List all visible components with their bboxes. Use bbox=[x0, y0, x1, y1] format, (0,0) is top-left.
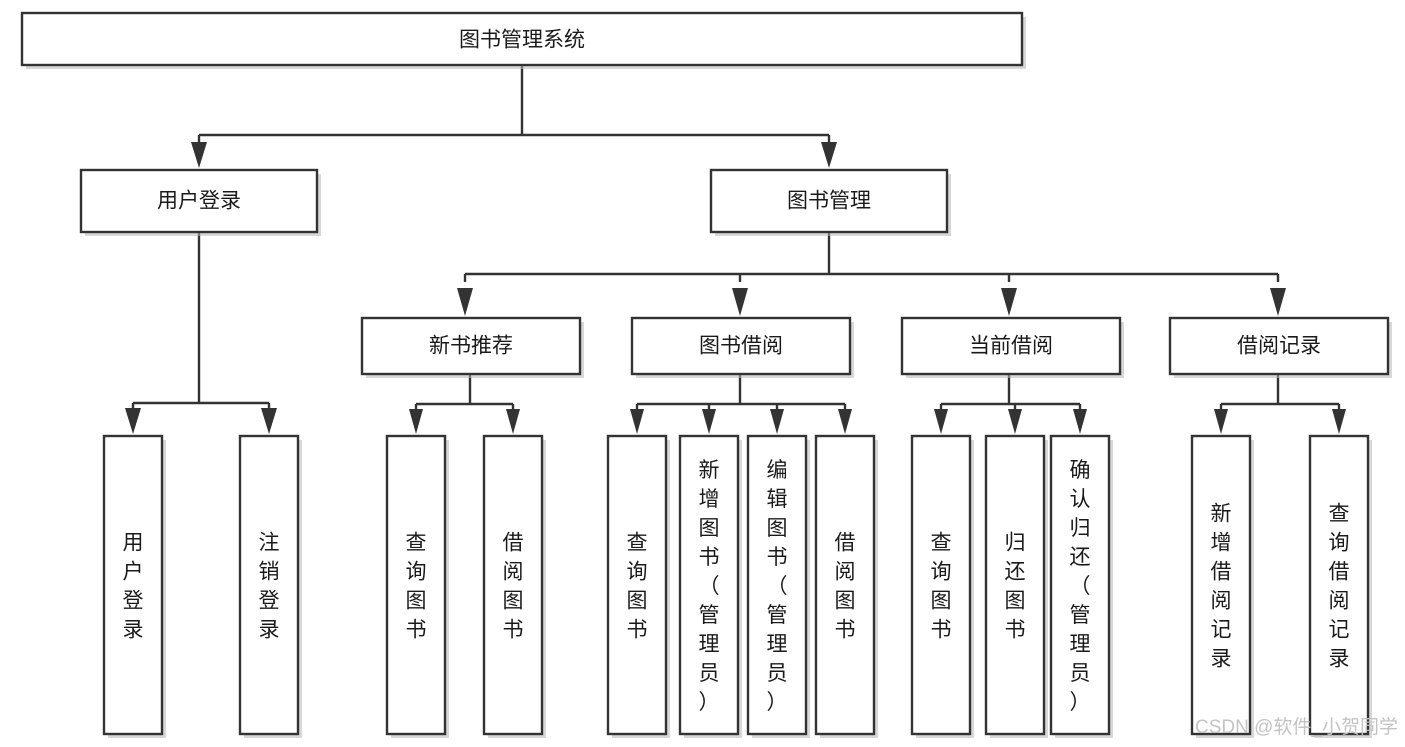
book-borrowing-label: 图书借阅 bbox=[699, 335, 783, 358]
user-login-label: 用户登录 bbox=[157, 190, 241, 213]
leaf-box-12[interactable] bbox=[1308, 434, 1370, 736]
leaf-node-8[interactable]: 查询图书 bbox=[910, 434, 974, 738]
arrow-to-borrow-record bbox=[1270, 288, 1286, 316]
leaf-label-0: 用户登录 bbox=[123, 532, 144, 642]
arrow-to-leaf-query-record bbox=[1332, 409, 1346, 434]
borrowing-record-label: 借阅记录 bbox=[1237, 335, 1321, 358]
arrow-to-leaf-query-book-1 bbox=[409, 409, 423, 434]
leaf-label-8: 查询图书 bbox=[931, 532, 952, 642]
node-book-borrowing[interactable]: 图书借阅 bbox=[630, 316, 854, 378]
node-user-login[interactable]: 用户登录 bbox=[79, 168, 321, 236]
leaf-label-4: 查询图书 bbox=[627, 532, 648, 642]
arrow-to-book-management bbox=[821, 142, 837, 168]
leaf-label-5: 新增图书（管理员） bbox=[699, 459, 720, 714]
leaf-label-1: 注销登录 bbox=[259, 532, 280, 642]
leaf-node-0[interactable]: 用户登录 bbox=[102, 434, 166, 738]
leaf-node-12[interactable]: 查询借阅记录 bbox=[1308, 434, 1372, 738]
arrow-to-current-borrow bbox=[1001, 288, 1017, 316]
leaf-box-8[interactable] bbox=[910, 434, 972, 736]
node-book-management[interactable]: 图书管理 bbox=[709, 168, 951, 236]
root-box[interactable] bbox=[20, 11, 1024, 67]
current-borrowing-label: 当前借阅 bbox=[969, 335, 1053, 358]
leaf-node-2[interactable]: 查询图书 bbox=[385, 434, 449, 738]
arrow-to-leaf-query-book-3 bbox=[934, 409, 948, 434]
root-label: 图书管理系统 bbox=[459, 29, 585, 52]
leaf-label-2: 查询图书 bbox=[406, 532, 427, 642]
leaf-box-11[interactable] bbox=[1190, 434, 1252, 736]
leaf-label-11: 新增借阅记录 bbox=[1211, 503, 1232, 671]
arrow-to-leaf-edit-book bbox=[770, 409, 784, 434]
leaf-node-layer: 用户登录 注销登录 查询图书 借阅图书 查询图书 新增图书（管理员） 编辑图书（管理员） 借阅… bbox=[102, 434, 1372, 738]
leaf-node-5[interactable]: 新增图书（管理员） bbox=[678, 434, 742, 738]
arrow-to-leaf-borrow-book-1 bbox=[506, 409, 520, 434]
leaf-box-9[interactable] bbox=[984, 434, 1046, 736]
leaf-label-7: 借阅图书 bbox=[835, 532, 856, 642]
book-management-box[interactable] bbox=[709, 168, 949, 234]
csdn-watermark: CSDN @软件_小贺同学 bbox=[1195, 716, 1398, 738]
arrow-to-leaf-confirm-return bbox=[1073, 409, 1087, 434]
book-borrowing-box[interactable] bbox=[630, 316, 852, 376]
arrow-to-leaf-query-book-2 bbox=[630, 409, 644, 434]
arrow-to-leaf-logout bbox=[261, 408, 277, 434]
connector-layer bbox=[125, 65, 1346, 434]
leaf-node-9[interactable]: 归还图书 bbox=[984, 434, 1048, 738]
leaf-box-1[interactable] bbox=[238, 434, 300, 736]
leaf-box-0[interactable] bbox=[102, 434, 164, 736]
leaf-box-2[interactable] bbox=[385, 434, 447, 736]
new-book-rec-label: 新书推荐 bbox=[429, 335, 513, 358]
new-book-rec-box[interactable] bbox=[360, 316, 582, 376]
leaf-node-11[interactable]: 新增借阅记录 bbox=[1190, 434, 1254, 738]
node-current-borrowing[interactable]: 当前借阅 bbox=[900, 316, 1124, 378]
leaf-label-9: 归还图书 bbox=[1005, 532, 1026, 642]
leaf-node-3[interactable]: 借阅图书 bbox=[482, 434, 546, 738]
user-login-box[interactable] bbox=[79, 168, 319, 234]
book-management-label: 图书管理 bbox=[787, 190, 871, 213]
arrow-to-leaf-add-book bbox=[702, 409, 716, 434]
node-borrowing-record[interactable]: 借阅记录 bbox=[1168, 316, 1392, 378]
leaf-label-6: 编辑图书（管理员） bbox=[767, 459, 788, 714]
arrow-to-leaf-return-book bbox=[1008, 409, 1022, 434]
borrowing-record-box[interactable] bbox=[1168, 316, 1390, 376]
leaf-label-12: 查询借阅记录 bbox=[1329, 503, 1350, 671]
leaf-label-10: 确认归还（管理员） bbox=[1070, 459, 1091, 714]
leaf-label-3: 借阅图书 bbox=[503, 532, 524, 642]
leaf-box-10[interactable] bbox=[1049, 434, 1111, 736]
node-new-book-recommendation[interactable]: 新书推荐 bbox=[360, 316, 584, 378]
leaf-node-7[interactable]: 借阅图书 bbox=[814, 434, 878, 738]
leaf-box-3[interactable] bbox=[482, 434, 544, 736]
leaf-node-4[interactable]: 查询图书 bbox=[606, 434, 670, 738]
leaf-box-4[interactable] bbox=[606, 434, 668, 736]
leaf-node-10[interactable]: 确认归还（管理员） bbox=[1049, 434, 1113, 738]
leaf-box-5[interactable] bbox=[678, 434, 740, 736]
node-root-library-system[interactable]: 图书管理系统 bbox=[20, 11, 1026, 69]
arrow-to-leaf-add-record bbox=[1214, 409, 1228, 434]
arrow-to-leaf-user-login bbox=[125, 408, 141, 434]
leaf-node-6[interactable]: 编辑图书（管理员） bbox=[746, 434, 810, 738]
arrow-to-user-login bbox=[191, 142, 207, 168]
leaf-box-6[interactable] bbox=[746, 434, 808, 736]
current-borrowing-box[interactable] bbox=[900, 316, 1122, 376]
arrow-to-book-borrow bbox=[732, 288, 748, 316]
arrow-to-leaf-borrow-book-2 bbox=[838, 409, 852, 434]
leaf-node-1[interactable]: 注销登录 bbox=[238, 434, 302, 738]
arrow-to-new-book-rec bbox=[457, 288, 473, 316]
leaf-box-7[interactable] bbox=[814, 434, 876, 736]
